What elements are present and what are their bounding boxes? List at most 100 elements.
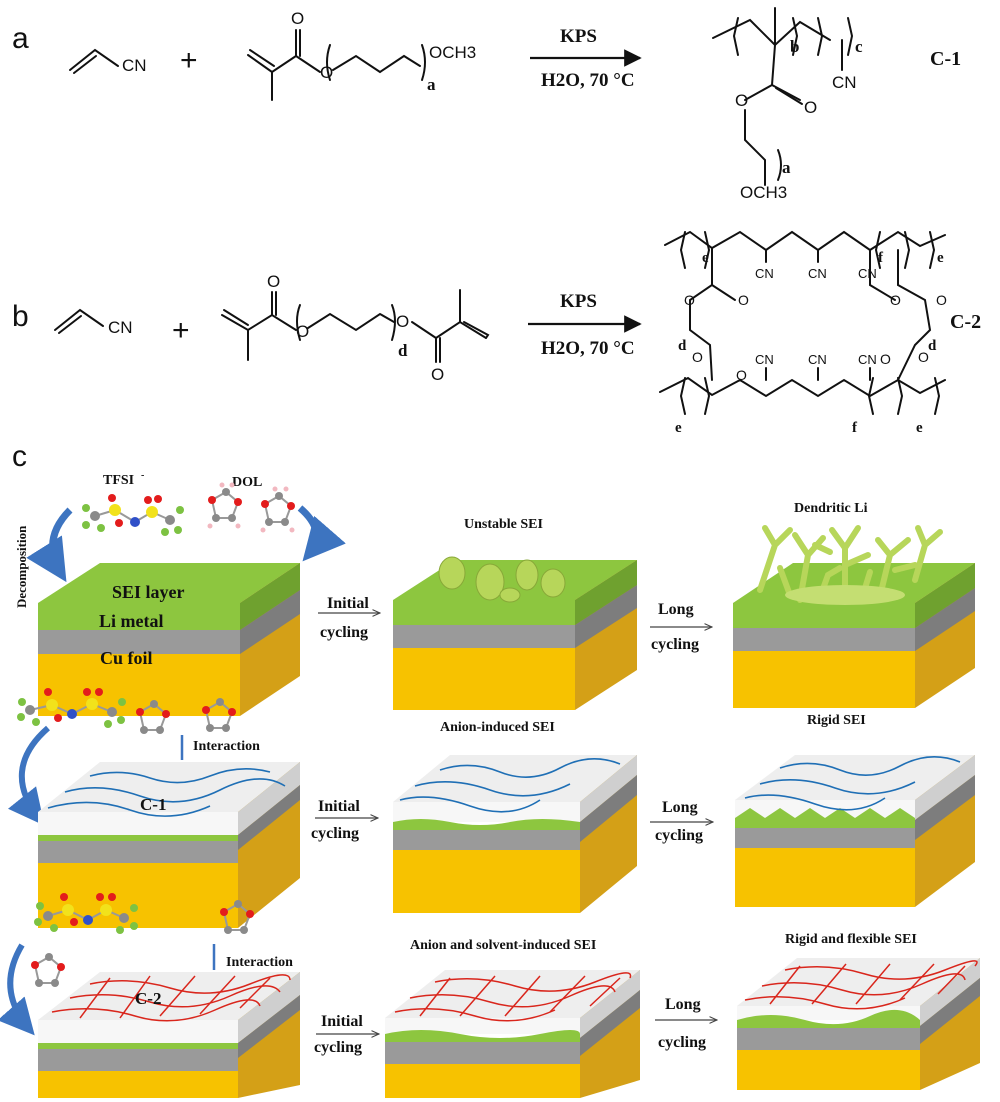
c1-polymer-chains bbox=[47, 768, 286, 817]
decomposition-arrow-left bbox=[26, 507, 73, 583]
c2-cn-top-1: CN bbox=[755, 266, 774, 281]
c1-index-b: b bbox=[790, 37, 799, 56]
decomposition-arrow-right bbox=[297, 505, 346, 562]
c2-product-structure bbox=[659, 230, 946, 415]
reagent-a: KPS bbox=[560, 26, 597, 47]
c1-o-carbonyl: O bbox=[804, 98, 817, 117]
dendrite-base bbox=[785, 585, 905, 605]
row3-arrow-2-top: Long bbox=[665, 996, 701, 1013]
c2-o-3: O bbox=[890, 292, 901, 308]
row1-arrow-2-bottom: cycling bbox=[651, 636, 699, 653]
row3-block-2 bbox=[385, 970, 640, 1098]
dol-molecule-icon-2 bbox=[260, 486, 295, 533]
dendrite-icon bbox=[757, 525, 943, 603]
c2-idx-f-top: f bbox=[878, 250, 884, 266]
panel-label-a: a bbox=[12, 22, 29, 55]
c2-idx-e-top-right: e bbox=[937, 250, 944, 266]
c1-label: C-1 bbox=[930, 48, 961, 70]
c2-o-7: O bbox=[880, 351, 891, 367]
tfsi-molecule-icon bbox=[82, 494, 184, 536]
c1-o-ester: O bbox=[735, 91, 748, 110]
row3-stage-3-label: Rigid and flexible SEI bbox=[785, 932, 917, 947]
layer-cu-label: Cu foil bbox=[100, 648, 153, 668]
c2-idx-d-right: d bbox=[928, 338, 937, 354]
row2-arrow-1-top: Initial bbox=[318, 798, 360, 815]
c1-index-c: c bbox=[855, 37, 863, 56]
c2-o-1: O bbox=[684, 292, 695, 308]
row2-block-3-chains bbox=[744, 756, 961, 811]
c2-label: C-2 bbox=[950, 311, 981, 333]
row2-block-2 bbox=[393, 755, 637, 913]
row1-block-2 bbox=[393, 556, 637, 710]
c2-cn-top-3: CN bbox=[858, 266, 877, 281]
c2-idx-e-bottom-right: e bbox=[916, 420, 923, 436]
row1-stage-2-label: Unstable SEI bbox=[464, 517, 543, 532]
layer-sei-label: SEI layer bbox=[112, 582, 185, 602]
c2-o-8: O bbox=[918, 349, 929, 365]
c2-cn-bottom-1: CN bbox=[755, 352, 774, 367]
c2-o-4: O bbox=[936, 292, 947, 308]
pegdma-repeat-index: d bbox=[398, 341, 408, 360]
row1-block-1 bbox=[38, 563, 300, 716]
row2-arrow-2-top: Long bbox=[662, 799, 698, 816]
c2-cn-bottom-2: CN bbox=[808, 352, 827, 367]
row2-polymer-label: C-1 bbox=[140, 795, 166, 814]
pegma-o-ester: O bbox=[320, 63, 333, 82]
row3-polymer-label: C-2 bbox=[135, 989, 161, 1008]
c2-idx-d-left: d bbox=[678, 338, 687, 354]
plus-sign-b: + bbox=[172, 314, 190, 347]
row1-arrow-1-bottom: cycling bbox=[320, 624, 368, 641]
acrylonitrile-cn-a: CN bbox=[122, 56, 147, 75]
row2-block-3 bbox=[735, 755, 975, 907]
row1-arrow-1-top: Initial bbox=[327, 595, 369, 612]
c2-polymer-network bbox=[51, 974, 291, 1022]
pegdma-o2: O bbox=[296, 322, 309, 341]
c1-product-structure bbox=[712, 7, 854, 186]
row2-arrow-2-bottom: cycling bbox=[655, 827, 703, 844]
dol-label: DOL bbox=[232, 475, 262, 490]
conditions-a: H2O, 70 °C bbox=[541, 70, 635, 91]
pegdma-structure bbox=[221, 289, 490, 363]
conditions-b: H2O, 70 °C bbox=[541, 338, 635, 359]
c2-o-6: O bbox=[736, 367, 747, 383]
dol-molecule-icon-row2-b bbox=[202, 698, 236, 732]
row2-curved-arrow bbox=[7, 725, 50, 826]
panel-label-b: b bbox=[12, 300, 29, 333]
c2-o-5: O bbox=[692, 349, 703, 365]
row3-arrow-1-bottom: cycling bbox=[314, 1039, 362, 1056]
pegma-structure bbox=[247, 29, 426, 101]
row3-block-1 bbox=[38, 972, 300, 1098]
acrylonitrile-cn-b: CN bbox=[108, 318, 133, 337]
c2-cn-top-2: CN bbox=[808, 266, 827, 281]
row2-block-2-chains bbox=[399, 758, 621, 813]
row3-block-3 bbox=[737, 958, 980, 1090]
tfsi-charge: - bbox=[141, 470, 144, 481]
row1-arrow-2-top: Long bbox=[658, 601, 694, 618]
c2-idx-e-top-left: e bbox=[702, 250, 709, 266]
layer-li-label: Li metal bbox=[99, 611, 164, 631]
row1-stage-3-label: Dendritic Li bbox=[794, 501, 868, 516]
pegdma-o3: O bbox=[396, 312, 409, 331]
row1-block-3 bbox=[733, 563, 975, 708]
c2-o-2: O bbox=[738, 292, 749, 308]
c1-repeat-index: a bbox=[782, 158, 791, 177]
dol-molecule-icon-row2-a bbox=[136, 700, 170, 734]
row3-block-2-network bbox=[394, 972, 632, 1022]
row2-stage-2-label: Anion-induced SEI bbox=[440, 720, 555, 735]
c2-cn-bottom-3: CN bbox=[858, 352, 877, 367]
dol-molecule-icon-row3-b bbox=[220, 900, 254, 934]
acrylonitrile-structure-a bbox=[69, 48, 119, 74]
row2-block-1 bbox=[38, 762, 300, 928]
dol-molecule-icon bbox=[207, 482, 242, 529]
pegma-repeat-index: a bbox=[427, 75, 436, 94]
c2-idx-f-bottom: f bbox=[852, 420, 858, 436]
dol-molecule-icon-row3-a bbox=[31, 953, 65, 987]
decomposition-label: Decomposition bbox=[14, 525, 29, 608]
row3-interaction-label: Interaction bbox=[226, 955, 293, 970]
plus-sign-a: + bbox=[180, 44, 198, 77]
panel-label-c: c bbox=[12, 440, 27, 473]
acrylonitrile-structure-b bbox=[54, 308, 104, 334]
reagent-b: KPS bbox=[560, 291, 597, 312]
row2-arrow-1-bottom: cycling bbox=[311, 825, 359, 842]
